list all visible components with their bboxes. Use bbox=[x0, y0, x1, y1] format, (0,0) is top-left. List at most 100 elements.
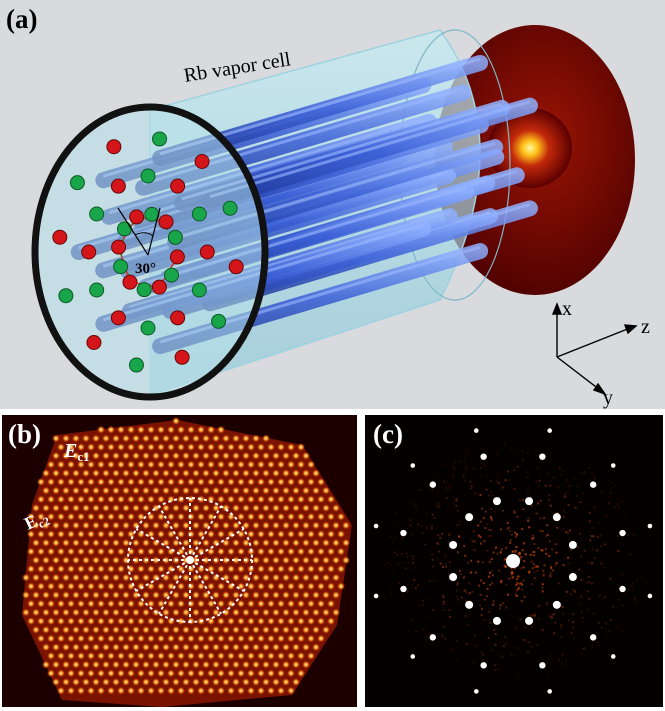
noise-speck bbox=[486, 549, 489, 552]
noise-speck bbox=[621, 629, 624, 632]
lattice-spot bbox=[191, 677, 201, 687]
lattice-spot bbox=[251, 660, 261, 669]
lattice-spot bbox=[131, 573, 141, 582]
noise-speck bbox=[479, 536, 482, 539]
noise-speck bbox=[440, 644, 443, 647]
noise-speck bbox=[541, 583, 544, 586]
lattice-spot bbox=[66, 616, 76, 626]
noise-speck bbox=[519, 567, 522, 570]
lattice-spot bbox=[256, 651, 266, 661]
lattice-spot bbox=[176, 425, 186, 434]
noise-speck bbox=[572, 660, 574, 662]
noise-speck bbox=[549, 572, 552, 575]
noise-speck bbox=[420, 524, 423, 527]
noise-speck bbox=[603, 596, 606, 599]
noise-speck bbox=[506, 528, 509, 531]
noise-speck bbox=[515, 578, 518, 581]
lattice-spot bbox=[306, 547, 316, 556]
noise-speck bbox=[549, 484, 552, 487]
lattice-spot bbox=[211, 643, 221, 652]
noise-speck bbox=[622, 628, 624, 630]
noise-speck bbox=[642, 539, 644, 541]
lattice-spot bbox=[86, 460, 96, 469]
noise-speck bbox=[426, 636, 429, 639]
noise-speck bbox=[566, 531, 569, 534]
angle-line-2 bbox=[147, 207, 161, 256]
noise-speck bbox=[522, 566, 525, 569]
noise-speck bbox=[517, 582, 520, 585]
lattice-spot bbox=[216, 582, 226, 591]
lattice-spot bbox=[76, 686, 86, 695]
lattice-spot bbox=[216, 599, 226, 608]
lattice-spot bbox=[156, 442, 166, 452]
noise-speck bbox=[396, 553, 399, 556]
lattice-spot bbox=[186, 460, 196, 469]
lattice-spot bbox=[96, 460, 106, 469]
noise-speck bbox=[415, 630, 418, 633]
lattice-spot bbox=[276, 669, 286, 678]
lattice-spot bbox=[266, 564, 276, 574]
lattice-spot bbox=[86, 564, 96, 574]
lattice-spot bbox=[71, 660, 81, 669]
lattice-spot bbox=[241, 538, 251, 547]
noise-speck bbox=[431, 553, 434, 556]
dashed-spoke bbox=[158, 505, 191, 561]
lattice-spot bbox=[211, 573, 221, 582]
lattice-spot bbox=[61, 486, 71, 495]
lattice-spot bbox=[111, 608, 121, 617]
noise-speck bbox=[593, 557, 596, 560]
noise-speck bbox=[489, 622, 492, 625]
noise-speck bbox=[636, 579, 639, 582]
lattice-spot bbox=[256, 512, 266, 521]
noise-speck bbox=[442, 600, 445, 603]
lattice-spot bbox=[91, 573, 101, 582]
lattice-spot bbox=[251, 503, 261, 513]
lattice-spot bbox=[191, 643, 201, 652]
lattice-spot bbox=[241, 469, 251, 478]
lattice-spot bbox=[96, 686, 106, 695]
lattice-spot bbox=[241, 643, 251, 652]
noise-speck bbox=[464, 452, 466, 454]
noise-speck bbox=[465, 591, 468, 594]
lattice-spot bbox=[326, 564, 336, 574]
noise-speck bbox=[631, 532, 634, 535]
lattice-spot bbox=[106, 547, 116, 556]
lattice-spot bbox=[76, 669, 86, 678]
noise-speck bbox=[510, 573, 513, 576]
noise-speck bbox=[514, 549, 517, 552]
lattice-spot bbox=[111, 625, 121, 634]
noise-speck bbox=[540, 548, 543, 551]
noise-speck bbox=[554, 621, 557, 624]
noise-speck bbox=[411, 585, 414, 588]
lattice-spot bbox=[276, 599, 286, 608]
lattice-spot bbox=[71, 503, 81, 513]
lattice-spot bbox=[256, 529, 266, 539]
lattice-spot bbox=[161, 503, 171, 513]
lattice-spot bbox=[76, 599, 86, 608]
lattice-spot bbox=[101, 469, 111, 478]
lattice-spot bbox=[111, 643, 121, 652]
lattice-spot bbox=[106, 582, 116, 591]
noise-speck bbox=[567, 491, 570, 494]
noise-speck bbox=[622, 511, 625, 514]
noise-speck bbox=[417, 584, 420, 587]
lattice-spot bbox=[76, 477, 86, 487]
noise-speck bbox=[473, 549, 476, 552]
panel-c-label: (c) bbox=[373, 419, 403, 449]
lattice-spot bbox=[286, 616, 296, 626]
lattice-spot bbox=[141, 625, 151, 634]
lattice-spot bbox=[186, 634, 196, 643]
lattice-spot bbox=[151, 469, 161, 478]
spectrum-peak bbox=[474, 428, 479, 433]
noise-speck bbox=[617, 506, 620, 509]
lattice-spot bbox=[111, 469, 121, 478]
lattice-spot bbox=[281, 556, 291, 565]
noise-speck bbox=[632, 612, 634, 614]
lattice-spot bbox=[156, 564, 166, 574]
lattice-spot bbox=[331, 590, 341, 600]
noise-speck bbox=[502, 645, 505, 648]
noise-speck bbox=[535, 512, 538, 515]
noise-speck bbox=[516, 533, 519, 536]
noise-speck bbox=[514, 593, 517, 596]
lattice-spot bbox=[181, 451, 191, 460]
